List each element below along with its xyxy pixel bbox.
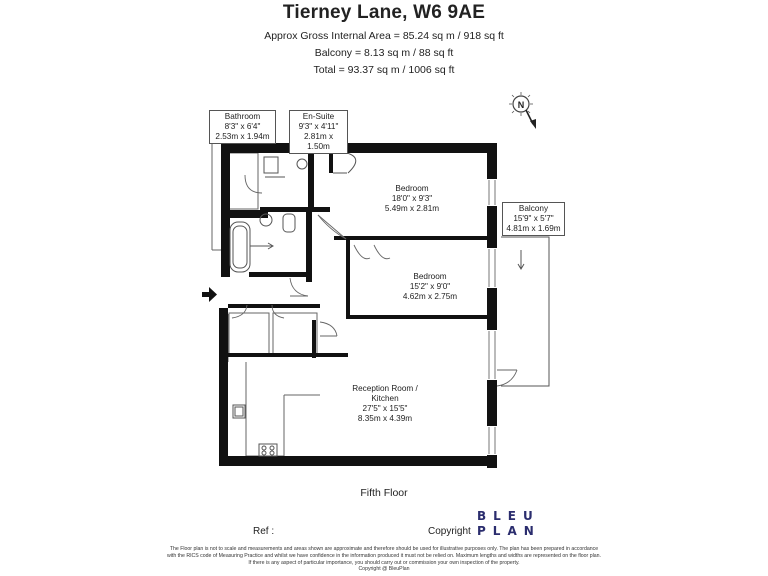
bedroom-second-name: Bedroom <box>413 272 447 281</box>
bathroom-fixtures <box>229 152 357 273</box>
disclaimer-line-3: If there is any aspect of particular imp… <box>248 559 520 566</box>
disclaimer-line-2: with the RICS code of Measuring Practice… <box>167 552 601 559</box>
reception-metric: 8.35m x 4.39m <box>357 414 413 423</box>
reception-name-2: Kitchen <box>371 394 399 403</box>
bathroom-label: Bathroom 8'3" x 6'4" 2.53m x 1.94m <box>209 110 276 144</box>
bedroom-second-imperial: 15'2" x 9'0" <box>409 282 451 291</box>
copyright-label: Copyright <box>428 526 471 537</box>
balcony-label: Balcony 15'9" x 5'7" 4.81m x 1.69m <box>502 202 565 236</box>
compass-letter: N <box>518 100 525 110</box>
balcony-imperial: 15'9" x 5'7" <box>513 214 554 223</box>
balcony-metric: 4.81m x 1.69m <box>506 224 561 233</box>
bedroom-main-metric: 5.49m x 2.81m <box>384 204 440 213</box>
disclaimer-line-4: Copyright @ BleuPlan <box>358 566 410 573</box>
reception-name: Reception Room / <box>352 384 418 393</box>
ensuite-metric: 2.81m x 1.50m <box>303 132 334 151</box>
ensuite-name: En-Suite <box>302 112 335 121</box>
ensuite-imperial: 9'3" x 4'11" <box>298 122 339 131</box>
bedroom-second-metric: 4.62m x 2.75m <box>402 292 458 301</box>
disclaimer: The Floor plan is not to scale and measu… <box>140 546 628 573</box>
floor-label: Fifth Floor <box>360 487 408 499</box>
compass-icon: N <box>509 92 536 129</box>
bleuplan-logo: BLEU PLAN <box>477 509 541 539</box>
bedroom-main-label: Bedroom 18'0" x 9'3" 5.49m x 2.81m <box>372 184 452 214</box>
bedroom-second-label: Bedroom 15'2" x 9'0" 4.62m x 2.75m <box>390 272 470 302</box>
bathroom-name: Bathroom <box>224 112 261 121</box>
disclaimer-line-1: The Floor plan is not to scale and measu… <box>169 546 599 552</box>
logo-line-2: PLAN <box>477 524 541 538</box>
reception-imperial: 27'5" x 15'5" <box>362 404 408 413</box>
bathroom-metric: 2.53m x 1.94m <box>215 132 270 141</box>
gross-area-text: Approx Gross Internal Area = 85.24 sq m … <box>264 30 504 42</box>
ensuite-label: En-Suite 9'3" x 4'11" 2.81m x 1.50m <box>289 110 348 154</box>
page-title: Tierney Lane, W6 9AE <box>282 2 486 23</box>
entrance-arrow-icon <box>202 287 217 302</box>
ref-label: Ref : <box>253 526 275 537</box>
total-area-text: Total = 93.37 sq m / 1006 sq ft <box>313 64 455 76</box>
bedroom-main-name: Bedroom <box>395 184 429 193</box>
bathroom-imperial: 8'3" x 6'4" <box>224 122 261 131</box>
balcony-outline <box>501 236 550 387</box>
balcony-area-text: Balcony = 8.13 sq m / 88 sq ft <box>314 47 454 59</box>
reception-label: Reception Room / Kitchen 27'5" x 15'5" 8… <box>340 384 430 424</box>
bedroom-main-imperial: 18'0" x 9'3" <box>391 194 433 203</box>
logo-line-1: BLEU <box>477 509 540 523</box>
balcony-name: Balcony <box>518 204 549 213</box>
kitchen-fittings <box>232 404 278 457</box>
